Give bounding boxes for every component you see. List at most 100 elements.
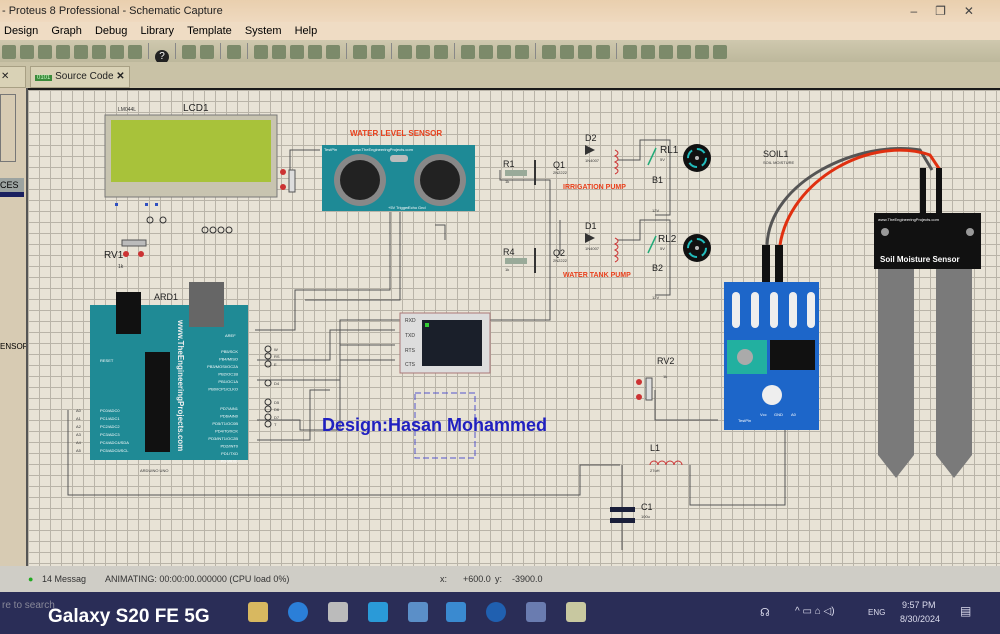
close-icon[interactable]: ✕ [116,71,125,82]
pin-label: Vcc [760,412,767,417]
wire-icon[interactable] [623,45,637,59]
netlist-icon[interactable] [713,45,727,59]
help-icon[interactable]: ? [155,50,169,64]
menu-debug[interactable]: Debug [94,25,128,37]
terminal-icon [264,398,272,406]
arduino-pin-label: PB5/SCK [221,349,238,354]
rv2-potentiometer[interactable]: RV2 1k [636,356,674,401]
undo-icon[interactable] [353,45,367,59]
pick-icon[interactable] [542,45,556,59]
resistor-pot-small[interactable] [280,169,296,193]
c1-ref: C1 [641,502,653,512]
b2-value: 12V [652,295,659,300]
tool-icon[interactable] [20,45,34,59]
block-rotate-icon[interactable] [497,45,511,59]
arduino-pin-label: PD7/AIN1 [220,406,239,411]
file-explorer-icon[interactable] [248,602,268,622]
close-icon[interactable]: ✕ [1,71,10,82]
menu-design[interactable]: Design [4,25,39,37]
soil-moisture-sensor[interactable]: SOIL1 SOIL MOISTURE www.TheEngineeringPr… [724,147,981,478]
clock-date[interactable]: 8/30/2024 [900,614,941,624]
tool-icon[interactable] [128,45,142,59]
arduino-pin-label: PC5/ADC5/SCL [100,448,129,453]
excel-icon[interactable] [566,602,586,622]
tool-icon[interactable] [92,45,106,59]
tray-icons[interactable]: ^ ▭ ⌂ ◁) [795,606,835,617]
redo-icon[interactable] [371,45,385,59]
proteus-icon[interactable] [446,602,466,622]
menu-graph[interactable]: Graph [51,25,82,37]
cut-icon[interactable] [398,45,412,59]
refresh-icon[interactable] [182,45,196,59]
block-move-icon[interactable] [479,45,493,59]
tool-icon[interactable] [56,45,70,59]
l1-inductor[interactable]: L1 27uH [649,443,683,473]
menu-library[interactable]: Library [140,25,175,37]
origin-icon[interactable] [227,45,241,59]
app-icon[interactable] [408,602,428,622]
zoom-area-icon[interactable] [326,45,340,59]
store-icon[interactable] [328,602,348,622]
ard-ref: ARD1 [154,292,178,302]
terminal-icon [264,413,272,421]
tool-icon[interactable] [38,45,52,59]
arduino-pin-label: PD4/T0/XCK [215,429,238,434]
rv1-potentiometer[interactable]: RV1 1k [104,239,147,270]
rl1-value: 5V [660,157,665,162]
q2-part: 2N2222 [553,258,568,263]
package-icon[interactable] [578,45,592,59]
tab-source-code[interactable]: 0101 Source Code ✕ [30,66,130,88]
copy-icon[interactable] [416,45,430,59]
net-label: D4 [274,381,280,386]
mail-icon[interactable] [368,602,388,622]
block-delete-icon[interactable] [515,45,529,59]
pan-icon[interactable] [254,45,268,59]
proteus-app-icon[interactable] [526,602,546,622]
property-icon[interactable] [659,45,673,59]
people-icon[interactable]: ☊ [760,607,770,619]
testpin-label: TestPin [738,418,751,423]
tab-schematic[interactable]: ✕ [0,66,26,88]
edge-icon[interactable] [288,602,308,622]
irrigation-driver[interactable]: R1 1k Q1 2N2222 D2 1N4007 RL1 5V B1 12V … [503,133,711,213]
tool-icon[interactable] [74,45,88,59]
tool-icon[interactable] [2,45,16,59]
zoom-in-icon[interactable] [272,45,286,59]
decompose-icon[interactable] [596,45,610,59]
new-sheet-icon[interactable] [677,45,691,59]
notification-icon[interactable]: ▤ [960,604,972,618]
device-item[interactable]: ENSOF [0,342,26,351]
block-copy-icon[interactable] [461,45,475,59]
tank-pump-driver[interactable]: R4 1k Q2 2N2222 D1 1N4007 RL2 5V B2 12V … [503,221,711,300]
clock-time[interactable]: 9:57 PM [902,600,936,610]
tool-icon[interactable] [110,45,124,59]
paste-icon[interactable] [434,45,448,59]
overview-window[interactable] [0,94,16,162]
message-icon[interactable]: ● [28,574,34,584]
net-label: D5 [274,400,280,405]
search-icon[interactable] [641,45,655,59]
delete-sheet-icon[interactable] [695,45,709,59]
zoom-all-icon[interactable] [308,45,322,59]
menu-template[interactable]: Template [187,25,232,37]
water-level-sensor[interactable]: WATER LEVEL SENSOR TestPin www.TheEngine… [322,129,475,211]
schematic-canvas[interactable]: LM044L LCD1 RV1 1k WATER LEVEL SENSOR Te… [28,90,1000,566]
arduino-uno[interactable]: ARD1 www.TheEngineeringProjects.com ARDU… [76,282,280,473]
steam-icon[interactable] [486,602,506,622]
menu-help[interactable]: Help [294,25,318,37]
window-controls[interactable]: –❐✕ [910,4,992,18]
language-indicator[interactable]: ENG [868,608,886,617]
c1-capacitor[interactable]: C1 100u [610,502,653,523]
grid-icon[interactable] [200,45,214,59]
device-panel: CES ENSOF [0,88,28,568]
status-bar: ● 14 Messag ANIMATING: 00:00:00.000000 (… [0,566,1000,592]
messages-count[interactable]: 14 Messag [42,574,87,584]
zoom-out-icon[interactable] [290,45,304,59]
search-box[interactable]: re to search [2,600,55,611]
b1-value: 12V [652,208,659,213]
irrigation-pump-label: IRRIGATION PUMP [563,184,626,191]
make-device-icon[interactable] [560,45,574,59]
menu-system[interactable]: System [244,25,282,37]
lcd-display[interactable]: LM044L LCD1 [104,103,278,234]
